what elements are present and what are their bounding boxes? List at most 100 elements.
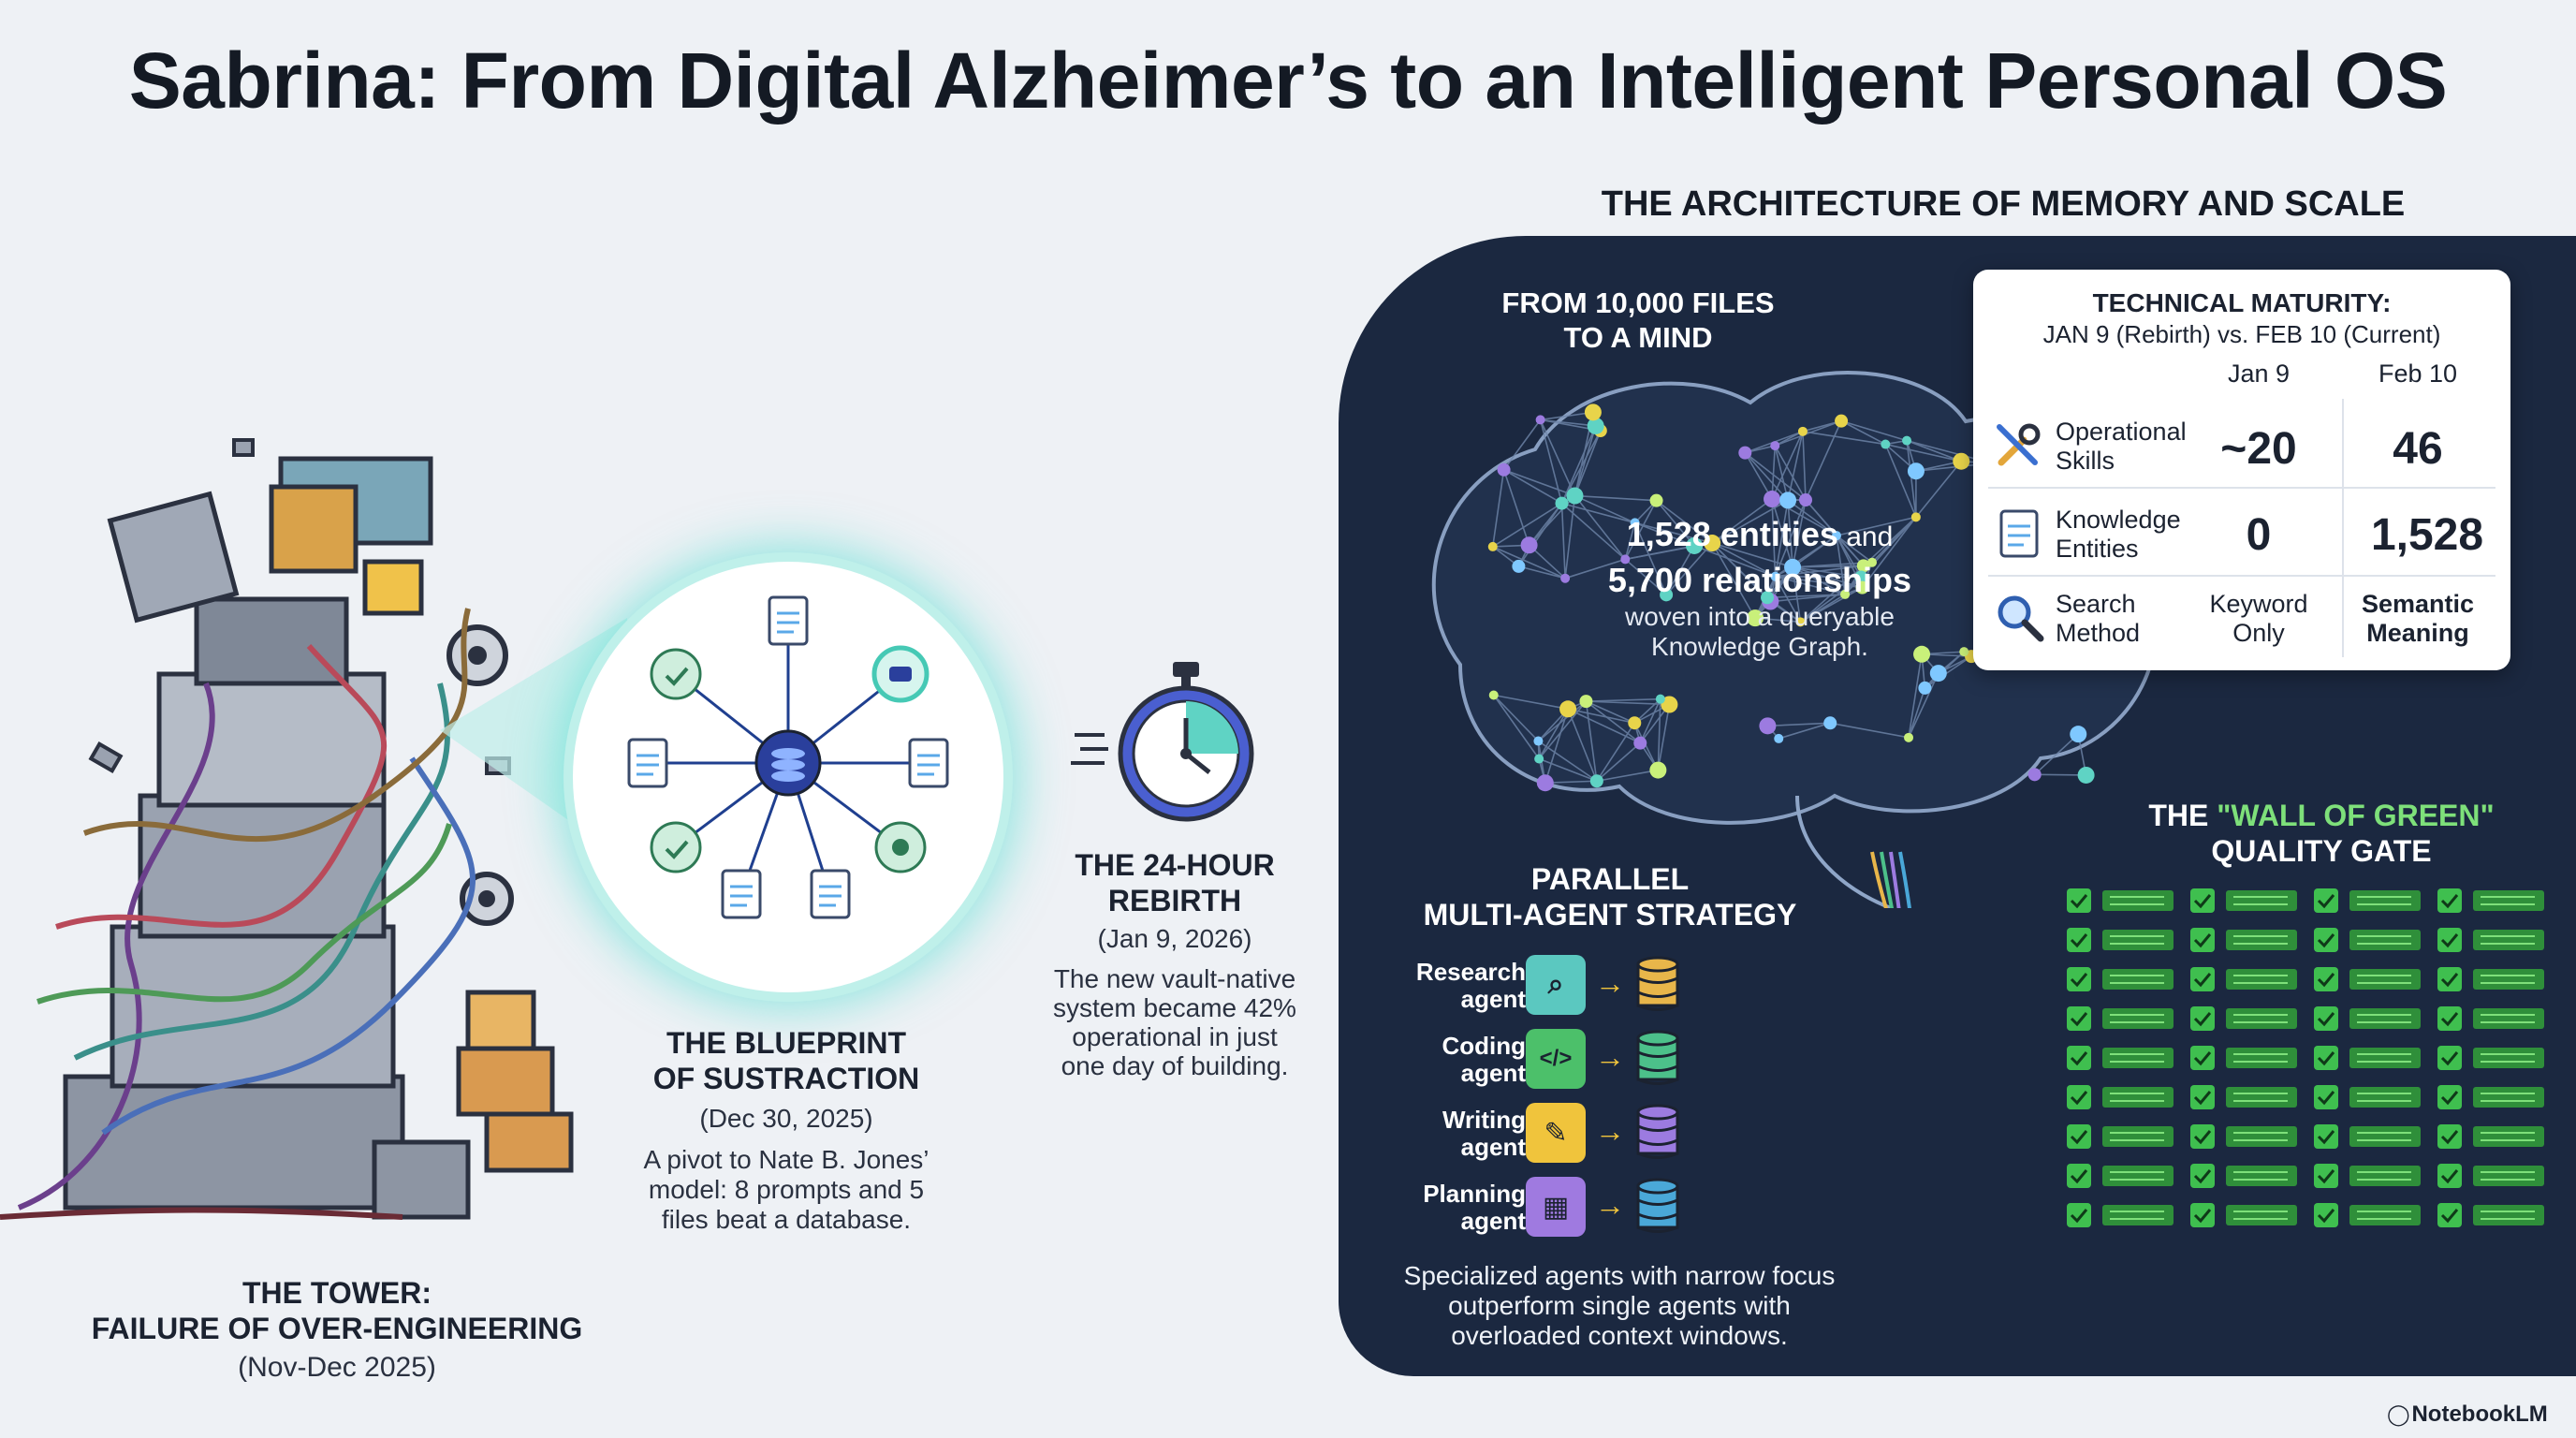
- rebirth-desc-line4: one day of building.: [1061, 1051, 1289, 1080]
- graph-desc-line1: woven into a queryable: [1625, 602, 1895, 631]
- checkbox-icon: [2437, 1203, 2462, 1227]
- blueprint-desc-line3: files beat a database.: [661, 1205, 912, 1234]
- files-line1: FROM 10,000 FILES: [1501, 286, 1775, 319]
- graph-node: [1686, 536, 1704, 554]
- checkbox-icon: [2190, 967, 2215, 991]
- status-bar: [2349, 969, 2421, 990]
- blueprint-caption: THE BLUEPRINT OF SUSTRACTION (Dec 30, 20…: [599, 1025, 973, 1235]
- magnifier-icon: ⌕: [1526, 955, 1586, 1015]
- graph-node: [1770, 441, 1780, 451]
- graph-node: [1628, 716, 1642, 730]
- checkbox-icon: [2437, 1124, 2462, 1149]
- status-bar: [2226, 1048, 2297, 1068]
- checkbox-icon: [2067, 1046, 2091, 1070]
- status-bar: [2226, 1087, 2297, 1108]
- status-bar: [2226, 1008, 2297, 1029]
- row-label-line1: Operational: [2056, 418, 2187, 446]
- status-bar: [2102, 1126, 2174, 1147]
- check-circle-icon: [650, 648, 702, 700]
- graph-node: [1904, 732, 1914, 742]
- tower-illustration: [0, 438, 574, 1220]
- skills-jan: ~20: [2220, 424, 2297, 474]
- maturity-title: TECHNICAL MATURITY:: [2092, 288, 2392, 317]
- status-bar: [2226, 1205, 2297, 1225]
- wall-title-prefix: THE: [2148, 799, 2217, 832]
- blueprint-dates: (Dec 30, 2025): [699, 1104, 873, 1133]
- graph-node: [1630, 518, 1640, 528]
- wall-title-highlight: "WALL OF GREEN": [2217, 799, 2495, 832]
- checkbox-icon: [2314, 1085, 2338, 1109]
- checkbox-icon: [2437, 888, 2462, 913]
- maturity-subtitle: JAN 9 (Rebirth) vs. FEB 10 (Current): [2042, 320, 2441, 348]
- graph-node: [1929, 665, 1947, 682]
- checkbox-icon: [2190, 928, 2215, 952]
- graph-node: [1774, 733, 1784, 743]
- rebirth-caption: THE 24-HOUR REBIRTH (Jan 9, 2026) The ne…: [1020, 847, 1329, 1080]
- status-bar: [2473, 930, 2544, 950]
- graph-node: [1584, 404, 1602, 421]
- blueprint-desc-line2: model: 8 prompts and 5: [648, 1175, 925, 1204]
- rebirth-dates: (Jan 9, 2026): [1097, 924, 1252, 953]
- status-bar: [2226, 930, 2297, 950]
- checkbox-icon: [2437, 1164, 2462, 1188]
- entities-feb: 1,528: [2370, 510, 2484, 560]
- status-bar: [2473, 1166, 2544, 1186]
- database-icon: [1636, 1178, 1679, 1233]
- blueprint-desc-line1: A pivot to Nate B. Jones’: [643, 1145, 929, 1174]
- rebirth-heading-line2: REBIRTH: [1107, 884, 1242, 917]
- document-icon: [721, 869, 762, 919]
- graph-relationships: 5,700 relationships: [1607, 561, 1912, 599]
- architecture-title: THE ARCHITECTURE OF MEMORY AND SCALE: [1601, 184, 2406, 224]
- rebirth-desc-line1: The new vault-native: [1053, 964, 1296, 993]
- code-icon: </>: [1526, 1029, 1586, 1089]
- stopwatch-icon: [1071, 662, 1254, 822]
- agent-footer-line3: overloaded context windows.: [1451, 1321, 1788, 1350]
- blueprint-diagram: [627, 595, 949, 919]
- checkbox-icon: [2437, 1046, 2462, 1070]
- graph-node: [1649, 493, 1663, 507]
- status-bar: [2473, 1205, 2544, 1225]
- files-label: FROM 10,000 FILES TO A MIND: [1460, 286, 1816, 355]
- rebirth-desc-line3: operational in just: [1072, 1022, 1278, 1051]
- graph-desc-line2: Knowledge Graph.: [1651, 632, 1868, 661]
- search-jan-line2: Only: [2232, 619, 2285, 647]
- graph-node: [1784, 558, 1802, 576]
- checkbox-icon: [2067, 1124, 2091, 1149]
- status-bar: [2226, 969, 2297, 990]
- status-bar: [2102, 1087, 2174, 1108]
- checkbox-icon: [2437, 1085, 2462, 1109]
- graph-entities: 1,528 entities: [1626, 515, 1838, 553]
- document-icon: [810, 869, 851, 919]
- graph-node: [2077, 766, 2095, 784]
- graph-node: [1913, 645, 1931, 663]
- wrench-screwdriver-icon: [1997, 423, 2041, 466]
- checkbox-icon: [2067, 1085, 2091, 1109]
- document-icon: [627, 738, 668, 788]
- graph-node: [1587, 417, 1604, 434]
- graph-node: [1559, 700, 1577, 718]
- pencil-icon: ✎: [1526, 1103, 1586, 1163]
- checkbox-icon: [2437, 1006, 2462, 1031]
- status-bar: [2473, 890, 2544, 911]
- technical-maturity-card: TECHNICAL MATURITY: JAN 9 (Rebirth) vs. …: [1973, 270, 2510, 670]
- blueprint-heading-line2: OF SUSTRACTION: [652, 1062, 920, 1095]
- status-bar: [2473, 1126, 2544, 1147]
- checkbox-icon: [2190, 1164, 2215, 1188]
- status-bar: [2226, 1166, 2297, 1186]
- row-label-line1: Search: [2056, 590, 2136, 618]
- checkbox-icon: [2314, 1124, 2338, 1149]
- graph-node: [1738, 446, 1752, 460]
- document-icon: [768, 595, 809, 646]
- graph-node: [1512, 559, 1526, 573]
- agent-footer: Specialized agents with narrow focus out…: [1376, 1261, 1863, 1351]
- status-bar: [2349, 1166, 2421, 1186]
- graph-stats: 1,528 entities and 5,700 relationships w…: [1516, 513, 2003, 662]
- search-feb-line2: Meaning: [2366, 619, 2469, 647]
- database-icon: [1636, 1104, 1679, 1159]
